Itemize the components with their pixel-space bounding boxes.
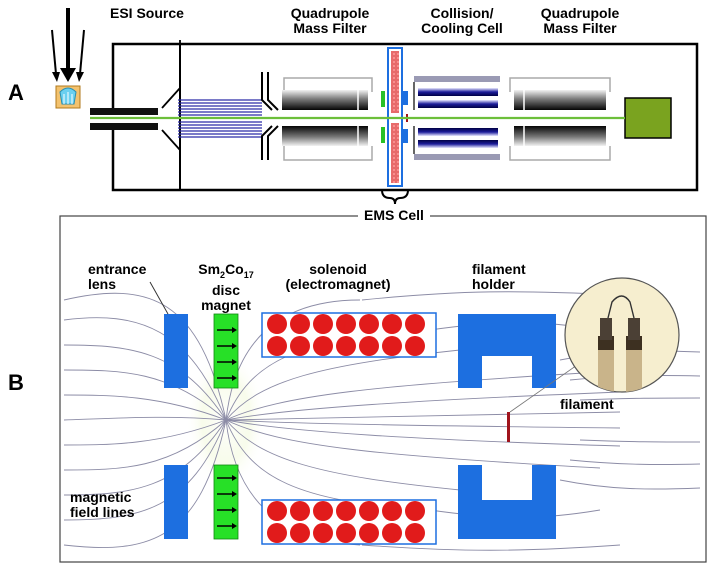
filament-holder-bottom <box>458 465 556 539</box>
disc-magnet-bottom <box>213 464 239 540</box>
esi-source-label: ESI Source <box>110 5 184 21</box>
collision-cell <box>413 76 500 160</box>
quadrupole-2-line2: Mass Filter <box>543 20 617 36</box>
entrance-lens-line2: lens <box>88 276 117 292</box>
entrance-lens-bottom <box>164 465 188 539</box>
field-lines-line1: magnetic <box>70 489 132 505</box>
solenoid-label: solenoid (electromagnet) <box>276 262 400 292</box>
entrance-lens-top <box>164 314 188 388</box>
filament-holder-top <box>458 314 556 388</box>
detector <box>624 97 672 139</box>
solenoid-line1: solenoid <box>309 261 367 277</box>
entrance-lens-label: entrance lens <box>88 262 146 292</box>
field-lines-label: magnetic field lines <box>70 490 135 520</box>
filament-label: filament <box>560 396 614 412</box>
filament <box>507 412 510 442</box>
sm-text: Sm <box>198 261 221 277</box>
panel-b-letter: B <box>8 370 24 395</box>
quadrupole-2 <box>509 77 611 161</box>
ems-brace <box>381 189 409 205</box>
co-text: Co <box>225 261 244 277</box>
co-subscript: 17 <box>243 269 254 280</box>
quadrupole-1 <box>282 77 373 161</box>
field-lines-line2: field lines <box>70 504 135 520</box>
panel-a-letter: A <box>8 80 24 105</box>
disc-magnet-line2: disc magnet <box>201 281 251 313</box>
disc-magnet-label: Sm2Co17 disc magnet <box>186 262 266 313</box>
solenoid-line2: (electromagnet) <box>285 276 391 292</box>
solenoid-bottom <box>261 499 437 545</box>
ion-funnel <box>178 99 262 138</box>
collision-cell-label: Collision/ Cooling Cell <box>400 6 524 36</box>
disc-magnet-top <box>213 313 239 389</box>
ems-cell-label: EMS Cell <box>358 208 430 223</box>
sm-subscript: 2 <box>220 269 226 280</box>
filament-photo <box>564 277 680 393</box>
filament-holder-label: filament holder <box>472 262 526 292</box>
collision-cell-line1: Collision/ <box>430 5 494 21</box>
esi-spray <box>51 8 85 109</box>
quadrupole-1-label: Quadrupole Mass Filter <box>268 6 392 36</box>
quadrupole-2-line1: Quadrupole <box>540 5 620 21</box>
disc-magnet-formula: Sm2Co17 <box>186 262 266 283</box>
filament-holder-line2: holder <box>472 276 515 292</box>
collision-cell-line2: Cooling Cell <box>421 20 503 36</box>
solenoid-top <box>261 312 437 358</box>
filament-holder-line1: filament <box>472 261 526 277</box>
quadrupole-1-line2: Mass Filter <box>293 20 367 36</box>
entrance-lens-line1: entrance <box>88 261 147 277</box>
quadrupole-2-label: Quadrupole Mass Filter <box>518 6 642 36</box>
quadrupole-1-line1: Quadrupole <box>290 5 370 21</box>
